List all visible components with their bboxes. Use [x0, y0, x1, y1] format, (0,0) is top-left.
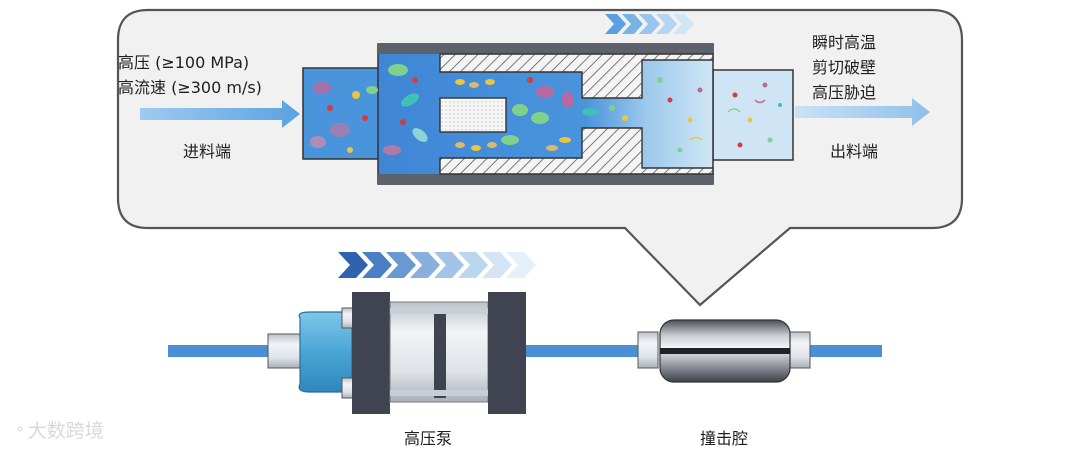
- inlet-conditions: 高压 (≥100 MPa) 高流速 (≥300 m/s): [118, 50, 262, 100]
- outlet-effect-pressure: 高压胁迫: [812, 83, 877, 102]
- outlet-effect-shear: 剪切破壁: [812, 58, 877, 77]
- lower-nozzle: [439, 127, 714, 175]
- outlet-arrow: [795, 98, 930, 126]
- watermark: ⚬ 大数跨境: [14, 416, 104, 443]
- flow-chevrons-top: [605, 14, 694, 34]
- pipe-left: [168, 345, 270, 357]
- outlet-effect-heat: 瞬时高温: [812, 33, 877, 52]
- inlet-end-label: 进料端: [183, 142, 232, 161]
- pipe-middle: [525, 345, 640, 357]
- outlet-fluid: [712, 69, 794, 161]
- watermark-text: 大数跨境: [27, 420, 104, 442]
- chamber-wall-bottom: [378, 174, 713, 184]
- cell-particles: [310, 64, 782, 155]
- valve-core: [439, 97, 507, 133]
- outlet-effects: 瞬时高温 剪切破壁 高压胁迫: [812, 30, 876, 105]
- watermark-logo-icon: ⚬: [14, 421, 26, 438]
- high-pressure-pump: [267, 292, 526, 414]
- inlet-pressure-label: 高压 (≥100 MPa): [118, 53, 250, 72]
- outlet-end-label: 出料端: [830, 142, 879, 161]
- chamber-label: 撞击腔: [700, 429, 749, 448]
- inlet-velocity-label: 高流速 (≥300 m/s): [118, 78, 262, 97]
- inlet-arrow: [140, 100, 300, 128]
- pump-label: 高压泵: [404, 429, 453, 448]
- pipe-right: [810, 345, 882, 357]
- chamber-wall-top: [378, 44, 713, 54]
- impact-chamber: [637, 319, 811, 383]
- flow-chevrons-bottom: [338, 252, 536, 278]
- upper-nozzle: [439, 53, 714, 99]
